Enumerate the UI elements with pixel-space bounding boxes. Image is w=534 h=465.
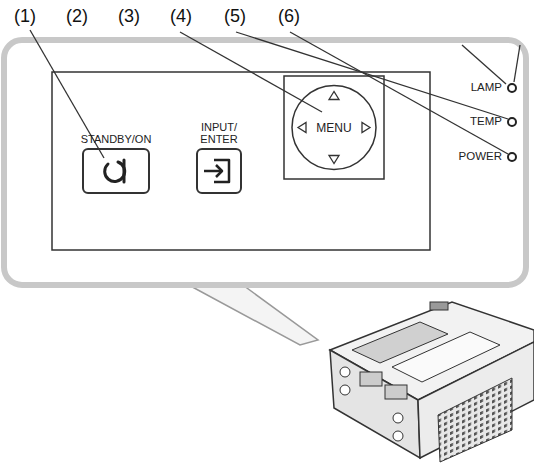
callout-number: (4) — [170, 6, 192, 27]
standby-button: STANDBY/ON — [82, 148, 150, 194]
button-label: INPUT/ ENTER — [189, 121, 249, 146]
callout-number: (5) — [224, 6, 246, 27]
menu-pad: MENU — [283, 75, 385, 180]
indicator-label: POWER — [459, 150, 502, 162]
indicator-label: LAMP — [471, 81, 502, 93]
button-label: MENU — [316, 121, 351, 135]
callout-number: (1) — [14, 6, 36, 27]
callout-number: (2) — [66, 6, 88, 27]
callout-number: (3) — [118, 6, 140, 27]
indicator-label: TEMP — [470, 115, 502, 127]
callout-number: (6) — [278, 6, 300, 27]
button-label: STANDBY/ON — [81, 133, 152, 146]
input-button: INPUT/ ENTER — [196, 148, 242, 194]
